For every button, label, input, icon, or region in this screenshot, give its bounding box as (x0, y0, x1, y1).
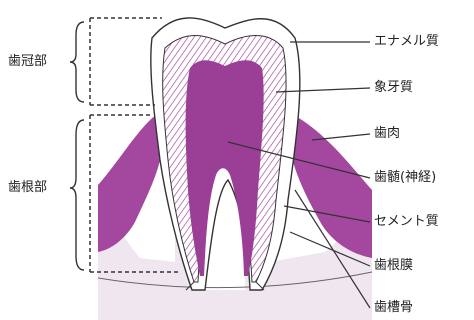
label-cementum: セメント質 (374, 214, 439, 230)
label-crown: 歯冠部 (8, 54, 47, 70)
label-pulp: 歯髄(神経) (374, 170, 436, 186)
label-dentin: 象牙質 (374, 80, 413, 96)
gum-left (98, 112, 163, 252)
label-gum: 歯肉 (374, 126, 400, 142)
label-enamel: エナメル質 (374, 34, 439, 50)
crown-brace (70, 22, 84, 102)
pulp (186, 60, 264, 276)
label-ligament: 歯根膜 (374, 258, 413, 274)
root-brace (70, 120, 84, 270)
label-root: 歯根部 (8, 180, 47, 196)
label-alveolar-bone: 歯槽骨 (374, 300, 413, 316)
